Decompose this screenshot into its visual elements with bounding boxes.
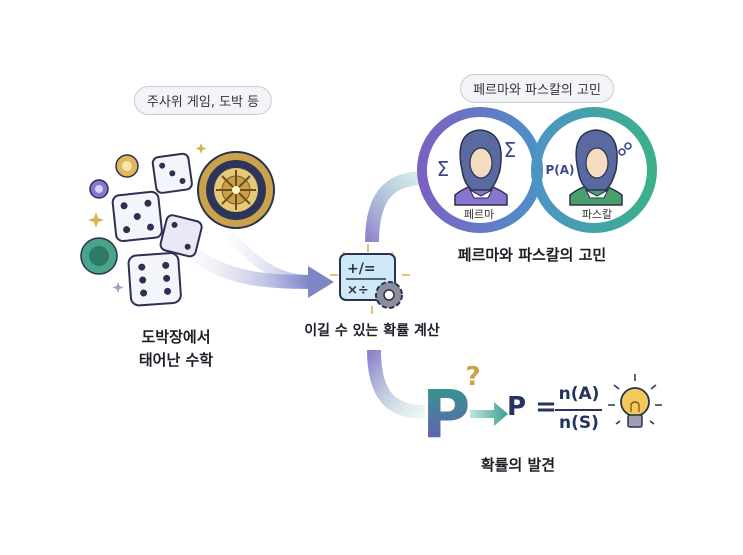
lightbulb-icon: [608, 374, 662, 428]
gambling-title-line2: 태어난 수학: [138, 351, 214, 369]
fermat-portrait: [454, 129, 508, 206]
discovery-title: 확률의 발견: [480, 456, 556, 474]
infinity-rings: [417, 107, 657, 233]
mathematicians-speech-bubble: 페르마와 파스칼의 고민: [460, 74, 614, 103]
formula-lhs: P =: [507, 392, 557, 422]
gambling-title-line1: 도박장에서: [141, 328, 211, 346]
question-mark-icon: ?: [465, 362, 481, 392]
sigma-icon-2: Σ: [503, 138, 517, 162]
formula-denominator: n(S): [559, 413, 599, 433]
chip-icon: [80, 154, 139, 275]
gambling-speech-bubble: 주사위 게임, 도박 등: [133, 86, 273, 115]
probability-symbol: P(A): [545, 163, 575, 177]
pascal-label: 파스칼: [581, 208, 613, 221]
pascal-portrait: [569, 129, 623, 206]
sigma-icon: Σ: [436, 157, 450, 181]
svg-text:×÷: ×÷: [347, 283, 369, 298]
infinity-icon: [618, 142, 632, 156]
calculation-label: 이길 수 있는 확률 계산: [304, 323, 440, 339]
discovery-arrow: [470, 402, 508, 426]
p-question-letter: P: [422, 376, 470, 453]
svg-text:+/=: +/=: [347, 261, 376, 277]
sparkle-icon: [88, 143, 207, 293]
roulette-icon: [197, 151, 275, 229]
calculator-icon: +/= ×÷: [330, 244, 410, 314]
dice-icon: [111, 152, 203, 307]
fermat-label: 페르마: [463, 208, 495, 221]
connector-down: [367, 349, 426, 419]
flow-arrow: [190, 231, 334, 298]
mathematicians-title: 페르마와 파스칼의 고민: [457, 246, 607, 264]
formula-numerator: n(A): [558, 384, 600, 404]
connector-up: [365, 171, 426, 243]
